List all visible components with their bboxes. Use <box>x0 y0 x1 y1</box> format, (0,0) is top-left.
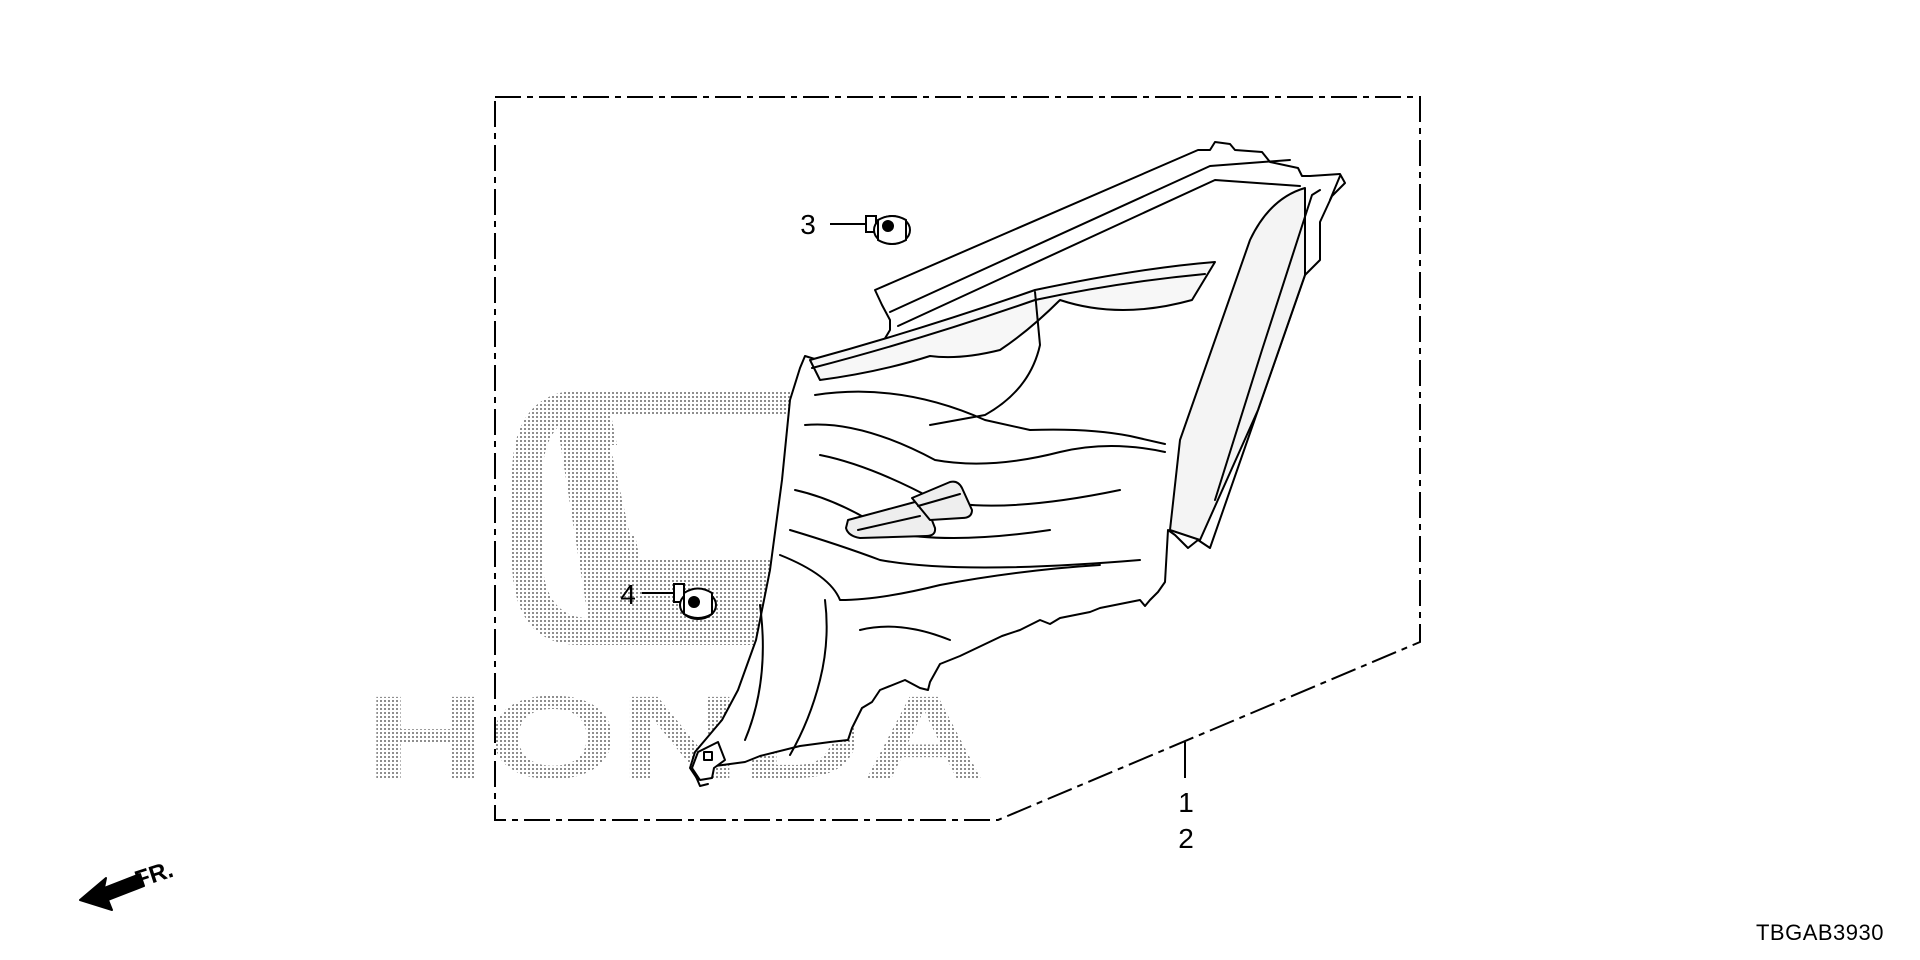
front-direction-arrow-icon <box>79 873 145 911</box>
front-direction-label: FR. <box>132 856 177 894</box>
clip-part-3 <box>830 215 911 245</box>
callout-part-4: 4 <box>620 579 636 610</box>
honda-watermark-text: HONDA <box>365 672 985 804</box>
clip-part-4 <box>642 583 717 620</box>
front-direction-indicator: FR. <box>79 856 177 911</box>
callout-part-3: 3 <box>800 209 816 240</box>
assembly-boundary <box>494 96 1421 821</box>
quarter-trim-panel <box>689 141 1346 787</box>
callout-part-1: 1 <box>1178 787 1194 818</box>
callout-part-2: 2 <box>1178 823 1194 854</box>
diagram-code: TBGAB3930 <box>1755 920 1884 945</box>
